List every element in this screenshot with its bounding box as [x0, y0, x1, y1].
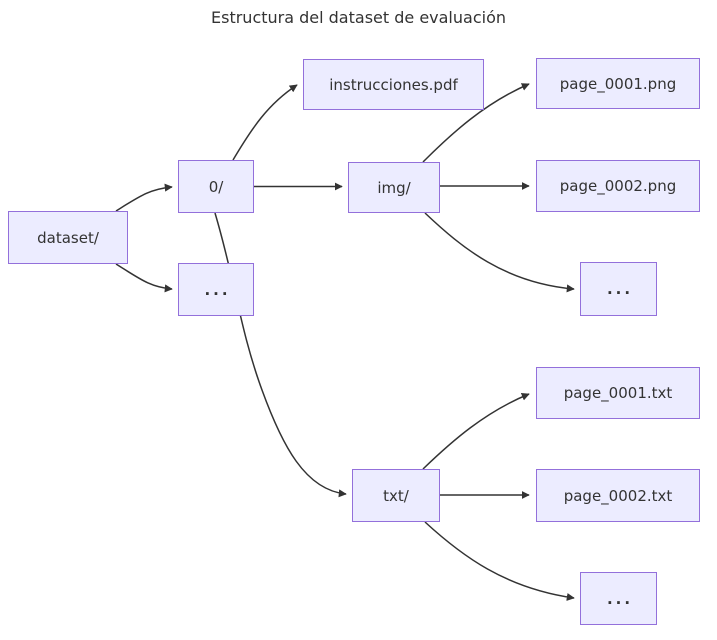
node-img: img/ [348, 162, 440, 213]
node-dots-2-label: ... [606, 280, 634, 298]
node-dots-2: ... [580, 262, 657, 316]
node-dataset: dataset/ [8, 211, 128, 264]
edge-img-to-page-0001-png [422, 83, 530, 163]
node-page-0001-txt: page_0001.txt [536, 367, 700, 419]
node-dots-3: ... [580, 572, 657, 625]
node-dots-3-label: ... [606, 589, 634, 608]
node-txt: txt/ [352, 469, 440, 522]
node-page-0002-txt: page_0002.txt [536, 469, 700, 522]
edge-dataset-to-dots-1 [115, 263, 173, 293]
edge-txt-to-page-0001-txt [422, 393, 530, 470]
node-txt-label: txt/ [383, 486, 409, 505]
node-page-0001-png: page_0001.png [536, 58, 700, 109]
edge-0-to-txt [214, 212, 347, 498]
node-img-label: img/ [377, 178, 411, 197]
edge-txt-to-dots-3 [424, 521, 575, 601]
node-page-0001-txt-label: page_0001.txt [563, 384, 673, 402]
node-dots-1: ... [178, 263, 254, 316]
node-instrucciones-pdf: instrucciones.pdf [303, 59, 484, 110]
edge-img-to-dots-2 [424, 212, 575, 293]
node-dataset-label: dataset/ [37, 228, 99, 247]
edge-0-to-instrucciones-pdf [232, 84, 298, 161]
node-page-0001-png-label: page_0001.png [559, 74, 677, 93]
node-instrucciones-pdf-label: instrucciones.pdf [329, 75, 458, 94]
node-page-0002-png-label: page_0002.png [559, 177, 677, 195]
edge-dataset-to-0 [115, 183, 173, 212]
node-page-0002-txt-label: page_0002.txt [563, 486, 673, 505]
diagram-title: Estructura del dataset de evaluación [211, 8, 506, 27]
node-page-0002-png: page_0002.png [536, 160, 700, 212]
node-dots-1-label: ... [204, 280, 231, 299]
node-0-label: 0/ [208, 177, 224, 196]
node-0: 0/ [178, 160, 254, 213]
